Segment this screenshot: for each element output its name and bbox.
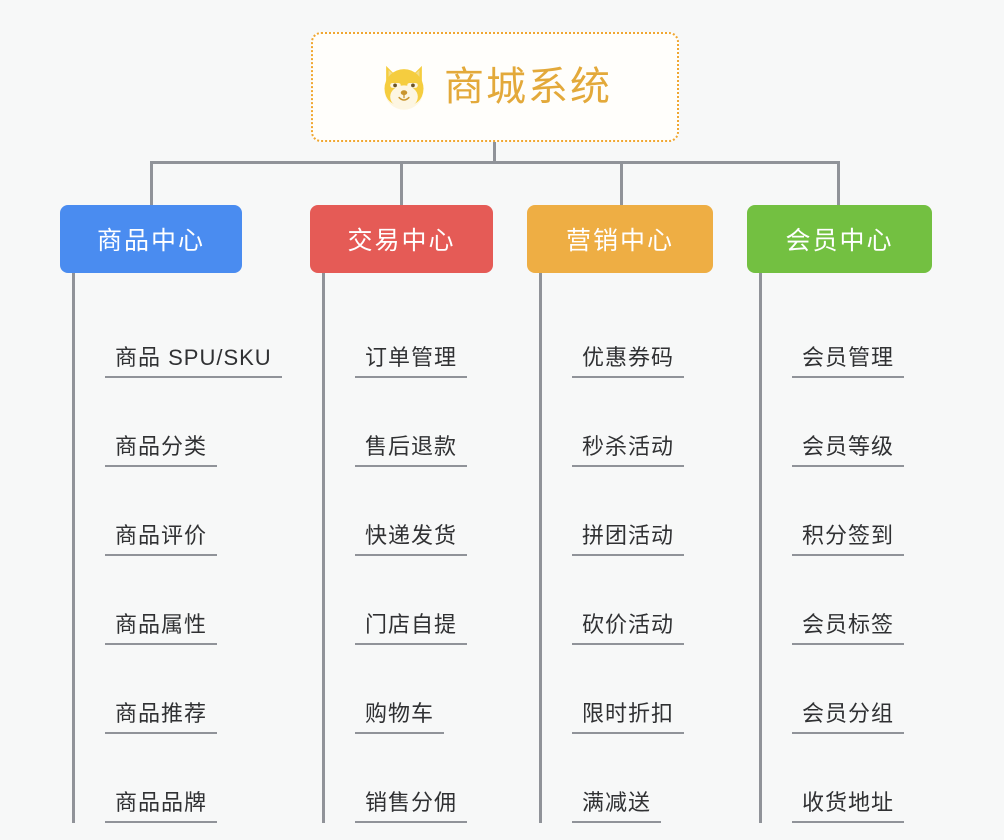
leaf-label: 销售分佣 bbox=[355, 789, 468, 823]
leaf-label: 门店自提 bbox=[355, 611, 468, 645]
leaf-item[interactable]: 销售分佣 bbox=[325, 734, 493, 823]
leaf-label: 会员标签 bbox=[792, 611, 905, 645]
leaf-item[interactable]: 售后退款 bbox=[325, 378, 493, 467]
leaf-label: 会员分组 bbox=[792, 700, 905, 734]
leaf-label: 订单管理 bbox=[355, 344, 468, 378]
branch-node-trade-center[interactable]: 交易中心 bbox=[310, 205, 493, 273]
root-node[interactable]: 商城系统 bbox=[311, 32, 679, 142]
leaf-item[interactable]: 购物车 bbox=[325, 645, 493, 734]
branch-node-member-center[interactable]: 会员中心 bbox=[747, 205, 932, 273]
branch-label: 商品中心 bbox=[96, 227, 205, 255]
leaf-item[interactable]: 拼团活动 bbox=[542, 467, 713, 556]
leaf-item[interactable]: 限时折扣 bbox=[542, 645, 713, 734]
leaf-label: 优惠券码 bbox=[572, 344, 685, 378]
leaf-item[interactable]: 商品 SPU/SKU bbox=[75, 289, 282, 378]
leaf-item[interactable]: 秒杀活动 bbox=[542, 378, 713, 467]
leaf-list-member-center: 会员管理 会员等级 积分签到 会员标签 会员分组 收货地址 bbox=[759, 273, 932, 823]
leaf-item[interactable]: 会员管理 bbox=[762, 289, 932, 378]
connector-drop-3 bbox=[620, 161, 623, 205]
leaf-label: 快递发货 bbox=[355, 522, 468, 556]
leaf-label: 商品评价 bbox=[105, 522, 218, 556]
branch-node-marketing-center[interactable]: 营销中心 bbox=[527, 205, 713, 273]
leaf-item[interactable]: 收货地址 bbox=[762, 734, 932, 823]
leaf-label: 秒杀活动 bbox=[572, 433, 685, 467]
leaf-label: 拼团活动 bbox=[572, 522, 685, 556]
leaf-item[interactable]: 会员等级 bbox=[762, 378, 932, 467]
leaf-label: 砍价活动 bbox=[572, 611, 685, 645]
leaf-label: 商品分类 bbox=[105, 433, 218, 467]
leaf-list-product-center: 商品 SPU/SKU 商品分类 商品评价 商品属性 商品推荐 商品品牌 bbox=[72, 273, 282, 823]
leaf-label: 商品推荐 bbox=[105, 700, 218, 734]
leaf-item[interactable]: 商品属性 bbox=[75, 556, 282, 645]
leaf-list-marketing-center: 优惠券码 秒杀活动 拼团活动 砍价活动 限时折扣 满减送 bbox=[539, 273, 713, 823]
leaf-label: 限时折扣 bbox=[572, 700, 685, 734]
connector-horizontal-bus bbox=[150, 161, 839, 164]
leaf-label: 售后退款 bbox=[355, 433, 468, 467]
root-title: 商城系统 bbox=[444, 65, 612, 109]
leaf-label: 商品 SPU/SKU bbox=[105, 344, 282, 378]
leaf-label: 购物车 bbox=[355, 700, 445, 734]
branch-product-center: 商品中心 商品 SPU/SKU 商品分类 商品评价 商品属性 商品推荐 商品品牌 bbox=[60, 205, 282, 823]
branch-node-product-center[interactable]: 商品中心 bbox=[60, 205, 242, 273]
branch-member-center: 会员中心 会员管理 会员等级 积分签到 会员标签 会员分组 收货地址 bbox=[747, 205, 932, 823]
connector-drop-4 bbox=[837, 161, 840, 205]
leaf-item[interactable]: 商品推荐 bbox=[75, 645, 282, 734]
leaf-label: 积分签到 bbox=[792, 522, 905, 556]
leaf-list-trade-center: 订单管理 售后退款 快递发货 门店自提 购物车 销售分佣 bbox=[322, 273, 493, 823]
leaf-item[interactable]: 门店自提 bbox=[325, 556, 493, 645]
leaf-label: 商品品牌 bbox=[105, 789, 218, 823]
branch-label: 营销中心 bbox=[565, 227, 674, 255]
connector-drop-2 bbox=[400, 161, 403, 205]
leaf-label: 满减送 bbox=[572, 789, 662, 823]
leaf-item[interactable]: 商品评价 bbox=[75, 467, 282, 556]
leaf-item[interactable]: 快递发货 bbox=[325, 467, 493, 556]
branch-trade-center: 交易中心 订单管理 售后退款 快递发货 门店自提 购物车 销售分佣 bbox=[310, 205, 493, 823]
branch-label: 会员中心 bbox=[785, 227, 894, 255]
leaf-item[interactable]: 会员标签 bbox=[762, 556, 932, 645]
leaf-item[interactable]: 满减送 bbox=[542, 734, 713, 823]
connector-drop-1 bbox=[150, 161, 153, 205]
leaf-label: 收货地址 bbox=[792, 789, 905, 823]
leaf-item[interactable]: 积分签到 bbox=[762, 467, 932, 556]
shiba-dog-face-icon bbox=[384, 65, 424, 110]
leaf-item[interactable]: 优惠券码 bbox=[542, 289, 713, 378]
leaf-item[interactable]: 商品品牌 bbox=[75, 734, 282, 823]
leaf-item[interactable]: 砍价活动 bbox=[542, 556, 713, 645]
leaf-label: 商品属性 bbox=[105, 611, 218, 645]
leaf-label: 会员等级 bbox=[792, 433, 905, 467]
leaf-item[interactable]: 订单管理 bbox=[325, 289, 493, 378]
leaf-label: 会员管理 bbox=[792, 344, 905, 378]
connector-root-stem bbox=[493, 142, 496, 164]
leaf-item[interactable]: 商品分类 bbox=[75, 378, 282, 467]
leaf-item[interactable]: 会员分组 bbox=[762, 645, 932, 734]
branch-marketing-center: 营销中心 优惠券码 秒杀活动 拼团活动 砍价活动 限时折扣 满减送 bbox=[527, 205, 713, 823]
branch-label: 交易中心 bbox=[347, 227, 456, 255]
